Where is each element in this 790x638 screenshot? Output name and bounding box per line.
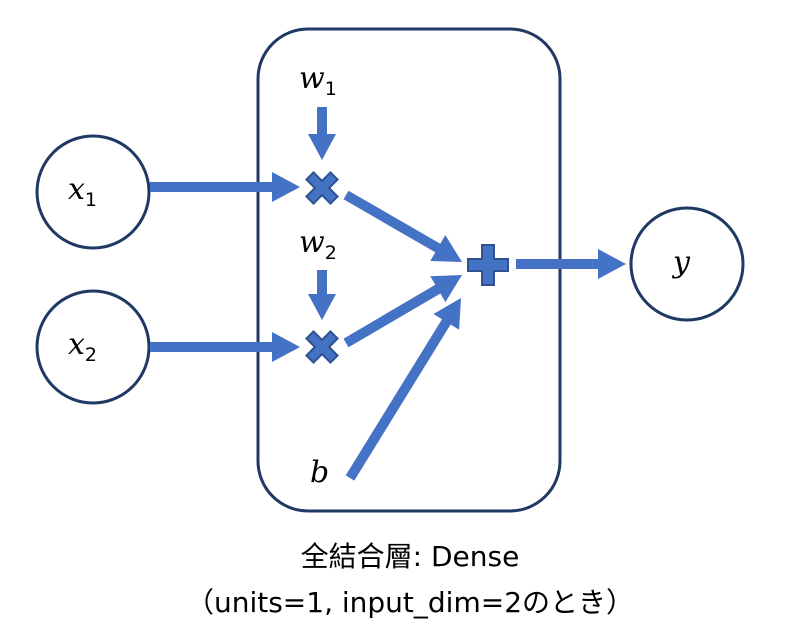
caption-subtitle: （units=1, input_dim=2のとき） [186, 586, 634, 619]
arrow-w1-to-multiply [308, 107, 336, 160]
label-x2: x2 [68, 327, 97, 366]
label-w2: w2 [299, 225, 337, 264]
sum-operator [467, 244, 509, 286]
arrow-bias-to-sum [345, 298, 461, 481]
arrow-w2-to-multiply [308, 270, 336, 320]
input-node-x1 [35, 134, 151, 250]
output-node-y [629, 206, 745, 322]
multiply-icon [305, 330, 339, 364]
caption-title: 全結合層: Dense [301, 540, 520, 573]
plus-icon [467, 244, 509, 286]
label-bias: b [310, 455, 329, 490]
label-w1: w1 [299, 61, 337, 100]
multiply-operator-1 [305, 171, 339, 205]
arrow-x2-to-multiply [150, 332, 300, 362]
input-node-x2 [35, 289, 151, 405]
dense-layer-box [256, 27, 562, 513]
arrow-product2-to-sum [343, 275, 462, 348]
label-x1: x1 [68, 172, 97, 211]
multiply-operator-2 [305, 330, 339, 364]
arrow-sum-to-output [516, 249, 626, 279]
label-output: y [671, 245, 691, 280]
multiply-icon [305, 171, 339, 205]
arrows-group [150, 107, 626, 481]
arrow-product1-to-sum [343, 190, 462, 262]
arrow-x1-to-multiply [150, 172, 300, 202]
